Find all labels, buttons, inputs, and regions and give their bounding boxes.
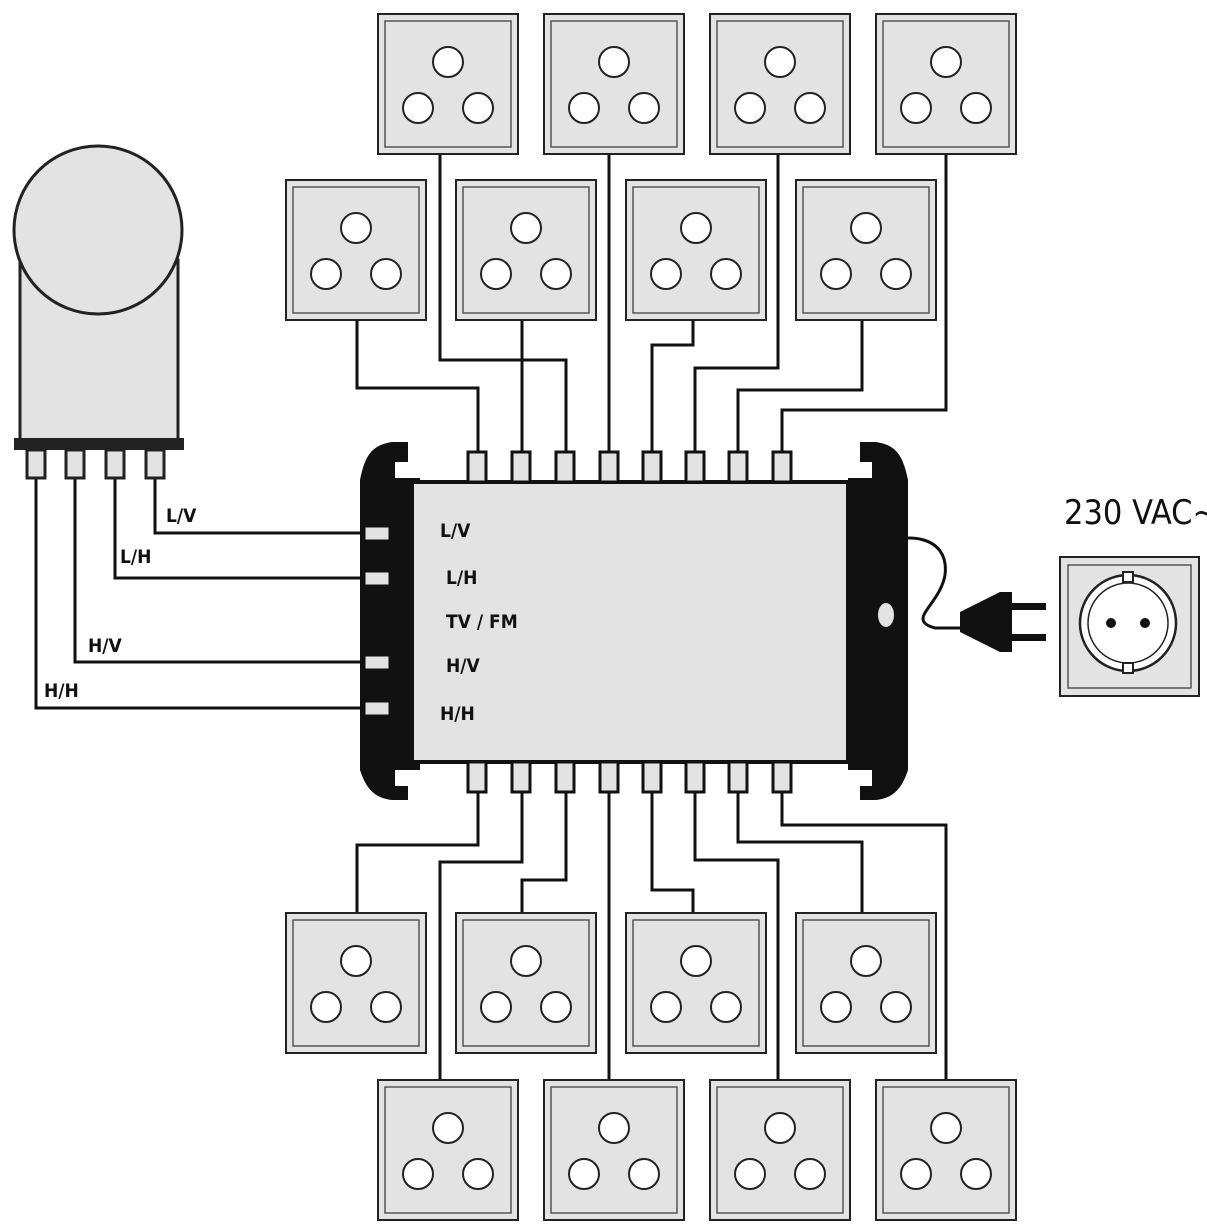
outlet-socket-hole xyxy=(540,991,572,1023)
outlet-socket-hole xyxy=(900,1158,932,1190)
tv-outlet-icon xyxy=(543,1079,685,1221)
outlet-socket-hole xyxy=(462,1158,494,1190)
wall-socket-icon xyxy=(1059,556,1200,697)
outlet-socket-hole xyxy=(432,46,464,78)
switch-label-hh: H/H xyxy=(440,703,475,725)
outlet-socket-hole xyxy=(510,212,542,244)
switch-label-lv: L/V xyxy=(440,520,471,542)
switch-label-lh: L/H xyxy=(446,567,477,589)
outlet-socket-hole xyxy=(650,991,682,1023)
outlet-socket-hole xyxy=(650,258,682,290)
lnb-label-hv: H/V xyxy=(88,635,123,657)
tv-outlet-icon xyxy=(543,13,685,155)
multiswitch-icon xyxy=(360,442,908,800)
outlet-socket-hole xyxy=(568,1158,600,1190)
outlet-socket-hole xyxy=(900,92,932,124)
outlet-socket-hole xyxy=(568,92,600,124)
outlet-socket-hole xyxy=(850,212,882,244)
tv-outlets xyxy=(285,13,1017,1221)
tv-outlet-icon xyxy=(455,912,597,1054)
switch-label-hv: H/V xyxy=(446,655,481,677)
outlet-socket-hole xyxy=(880,258,912,290)
outlet-socket-hole xyxy=(598,1112,630,1144)
outlet-socket-hole xyxy=(710,258,742,290)
lnb-label-lh: L/H xyxy=(120,546,151,568)
outlet-socket-hole xyxy=(628,92,660,124)
tv-outlet-icon xyxy=(285,912,427,1054)
top-outputs xyxy=(466,450,793,484)
outlet-socket-hole xyxy=(340,212,372,244)
power-plug-icon xyxy=(871,536,1046,652)
outlet-socket-hole xyxy=(960,1158,992,1190)
outlet-socket-hole xyxy=(794,1158,826,1190)
outlet-socket-hole xyxy=(734,92,766,124)
outlet-socket-hole xyxy=(480,991,512,1023)
tv-outlet-icon xyxy=(377,13,519,155)
cable-hv xyxy=(73,478,372,664)
lnb-connectors xyxy=(25,448,166,480)
outlet-socket-hole xyxy=(764,46,796,78)
outlet-socket-hole xyxy=(598,46,630,78)
outlet-socket-hole xyxy=(764,1112,796,1144)
tv-outlet-icon xyxy=(875,1079,1017,1221)
bottom-outputs xyxy=(466,760,793,794)
cable-hh xyxy=(34,478,372,710)
outlet-socket-hole xyxy=(734,1158,766,1190)
cable-lh xyxy=(113,478,372,580)
outlet-socket-hole xyxy=(960,92,992,124)
outlet-socket-hole xyxy=(432,1112,464,1144)
outlet-socket-hole xyxy=(310,991,342,1023)
tv-outlet-icon xyxy=(709,13,851,155)
top-output-cables xyxy=(355,152,948,452)
outlet-socket-hole xyxy=(930,1112,962,1144)
outlet-socket-hole xyxy=(462,92,494,124)
lnb-cables xyxy=(34,478,372,710)
tv-outlet-icon xyxy=(455,179,597,321)
outlet-socket-hole xyxy=(510,945,542,977)
power-label: 230 VAC~ xyxy=(1064,493,1207,533)
outlet-socket-hole xyxy=(402,92,434,124)
tv-outlet-icon xyxy=(795,179,937,321)
outlet-socket-hole xyxy=(310,258,342,290)
outlet-socket-hole xyxy=(628,1158,660,1190)
tv-outlet-icon xyxy=(625,179,767,321)
outlet-socket-hole xyxy=(370,258,402,290)
bottom-output-cables xyxy=(355,792,948,1080)
outlet-socket-hole xyxy=(710,991,742,1023)
tv-outlet-icon xyxy=(625,912,767,1054)
outlet-socket-hole xyxy=(480,258,512,290)
outlet-socket-hole xyxy=(930,46,962,78)
tv-outlet-icon xyxy=(875,13,1017,155)
outlet-socket-hole xyxy=(820,991,852,1023)
outlet-socket-hole xyxy=(340,945,372,977)
switch-label-tvfm: TV / FM xyxy=(446,611,518,633)
outlet-socket-hole xyxy=(820,258,852,290)
cable-lv xyxy=(153,478,372,535)
outlet-socket-hole xyxy=(370,991,402,1023)
tv-outlet-icon xyxy=(795,912,937,1054)
tv-outlet-icon xyxy=(285,179,427,321)
outlet-socket-hole xyxy=(402,1158,434,1190)
outlet-socket-hole xyxy=(540,258,572,290)
outlet-socket-hole xyxy=(880,991,912,1023)
outlet-socket-hole xyxy=(680,945,712,977)
lnb-icon xyxy=(12,144,184,480)
outlet-socket-hole xyxy=(680,212,712,244)
outlet-socket-hole xyxy=(850,945,882,977)
outlet-socket-hole xyxy=(794,92,826,124)
tv-outlet-icon xyxy=(709,1079,851,1221)
tv-outlet-icon xyxy=(377,1079,519,1221)
lnb-label-hh: H/H xyxy=(44,680,79,702)
lnb-label-lv: L/V xyxy=(166,505,197,527)
